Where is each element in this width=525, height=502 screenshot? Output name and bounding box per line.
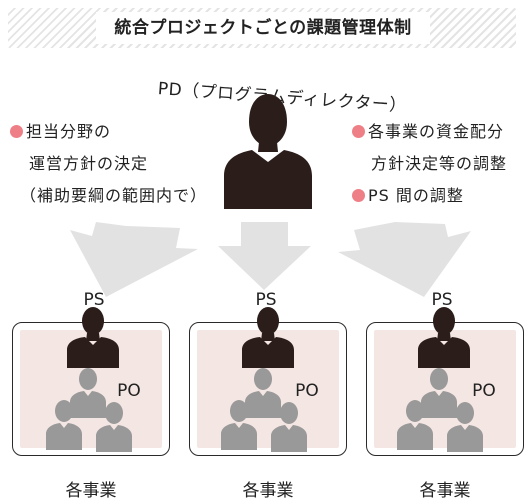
pd-right-note-line-1: 各事業の資金配分 <box>352 116 507 148</box>
pd-right-note-line-3: PS 間の調整 <box>352 180 507 212</box>
pd-left-note-line-3: （補助要綱の範囲内で） <box>20 186 208 205</box>
po-label-1: PO <box>117 381 141 401</box>
po-icon-1 <box>46 368 132 452</box>
business-box-3 <box>366 322 524 456</box>
bullet-icon <box>352 189 365 202</box>
ps-icon-2 <box>242 307 294 368</box>
arrow-center <box>218 222 311 290</box>
bullet-icon <box>10 125 23 138</box>
po-icon-3 <box>397 368 483 452</box>
ps-label-2: PS <box>255 290 277 310</box>
diagram-title: 統合プロジェクトごとの課題管理体制 <box>114 18 412 38</box>
pd-left-notes: 担当分野の 運営方針の決定 （補助要綱の範囲内で） <box>10 116 207 212</box>
po-label-2: PO <box>295 381 319 401</box>
ps-label-1: PS <box>83 290 105 310</box>
po-label-3: PO <box>472 381 496 401</box>
ps-label-3: PS <box>431 290 453 310</box>
pd-right-notes: 各事業の資金配分 方針決定等の調整 PS 間の調整 <box>352 116 507 212</box>
ps-icon-3 <box>418 307 470 368</box>
business-box-1 <box>12 322 170 456</box>
pd-left-note-line-2: 運営方針の決定 <box>29 154 149 173</box>
title-plate <box>96 12 430 44</box>
po-icon-2 <box>221 368 307 452</box>
pd-right-note-line-2: 方針決定等の調整 <box>371 154 508 173</box>
ps-icon-1 <box>67 307 119 368</box>
pd-left-note-line-1: 担当分野の <box>10 116 207 148</box>
arrow-left <box>70 222 198 297</box>
arrow-right <box>338 222 471 297</box>
business-label-1: 各事業 <box>65 481 117 501</box>
business-label-3: 各事業 <box>419 481 471 501</box>
bullet-icon <box>352 125 365 138</box>
business-label-2: 各事業 <box>242 481 294 501</box>
